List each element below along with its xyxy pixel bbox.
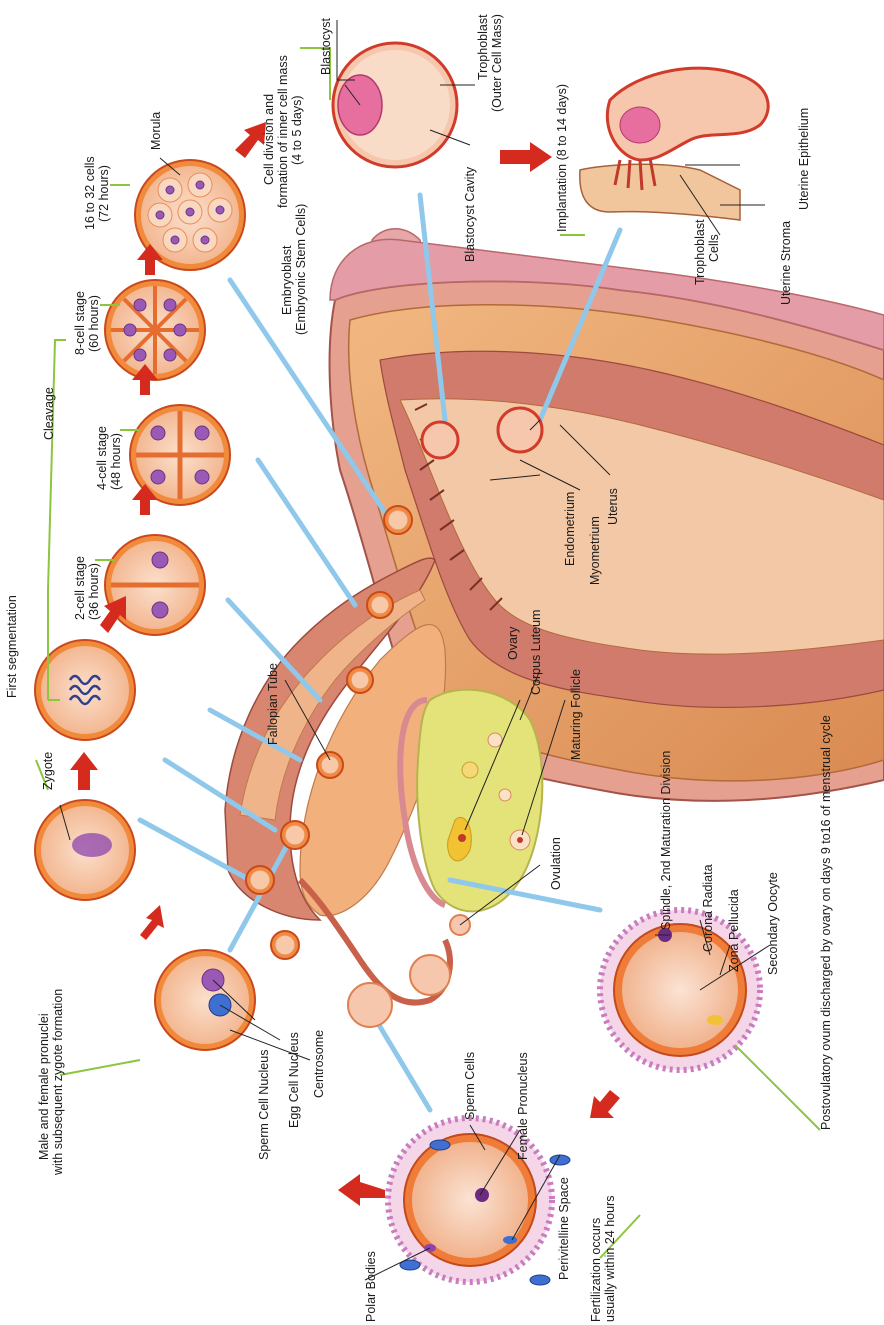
- label-sixteen-cell-time: (72 hours): [97, 165, 111, 222]
- label-embryoblast-2: (Embryonic Stem Cells): [294, 204, 308, 335]
- implantation-shape: [580, 68, 768, 220]
- label-fertilization-1: Fertilization occurs: [589, 1218, 603, 1322]
- follicle-1: [488, 733, 502, 747]
- label-cell-division-3: (4 to 5 days): [290, 96, 304, 165]
- label-two-cell: 2-cell stage: [73, 556, 87, 620]
- label-zygote: Zygote: [41, 752, 55, 790]
- label-trophoblast-2: (Outer Cell Mass): [490, 14, 504, 112]
- label-corpus-luteum: Corpus Luteum: [529, 610, 543, 695]
- label-morula: Morula: [149, 112, 163, 150]
- label-blastocyst-cavity: Blastocyst Cavity: [463, 166, 477, 262]
- label-uterus: Uterus: [606, 488, 620, 525]
- label-myometrium: Myometrium: [588, 516, 602, 585]
- first-segmentation-cell: [35, 640, 135, 740]
- label-centrosome: Centrosome: [312, 1030, 326, 1098]
- arrow-2: [70, 752, 98, 790]
- arrow-10: [338, 1174, 385, 1206]
- label-ovulation: Ovulation: [549, 837, 563, 890]
- label-trophoblast-cells-2: Cells: [707, 234, 721, 262]
- label-sperm-cells: Sperm Cells: [463, 1052, 477, 1120]
- label-sixteen-cell: 16 to 32 cells: [83, 156, 97, 230]
- label-ovary: Ovary: [506, 626, 520, 660]
- pronuclei-cell: [155, 950, 255, 1050]
- label-fallopian-tube: Fallopian Tube: [266, 663, 280, 745]
- follicle-2: [499, 789, 511, 801]
- label-embryoblast-1: Embryoblast: [280, 245, 294, 315]
- blastocyst-cell: [333, 43, 457, 167]
- label-trophoblast-cells-1: Trophoblast: [693, 219, 707, 285]
- label-male-female-1: Male and female pronuclei: [37, 1013, 51, 1160]
- label-blastocyst: Blastocyst: [319, 18, 333, 75]
- ovary-shape: [417, 690, 542, 912]
- label-corona-radiata: Corona Radiata: [701, 864, 715, 952]
- label-four-cell-time: (48 hours): [109, 433, 123, 490]
- label-polar-bodies: Polar Bodies: [364, 1251, 378, 1322]
- label-maturing-follicle: Maturing Follicle: [569, 669, 583, 760]
- corpus-luteum-core: [458, 834, 466, 842]
- label-eight-cell: 8-cell stage: [73, 291, 87, 355]
- label-cell-division-1: Cell division and: [262, 94, 276, 185]
- label-fertilization-2: usually within 24 hours: [603, 1196, 617, 1322]
- label-egg-cell-nucleus: Egg Cell Nucleus: [287, 1032, 301, 1128]
- arrow-8: [500, 142, 552, 172]
- label-uterine-stroma: Uterine Stroma: [779, 221, 793, 305]
- label-secondary-oocyte: Secondary Oocyte: [766, 872, 780, 975]
- maturing-follicle-core: [517, 837, 523, 843]
- label-two-cell-time: (36 hours): [87, 563, 101, 620]
- label-trophoblast-1: Trophoblast: [476, 14, 490, 80]
- label-zona-pellucida: Zona Pellucida: [727, 889, 741, 972]
- label-male-female-2: with subsequent zygote formation: [51, 989, 65, 1176]
- label-female-pronucleus: Female Pronucleus: [516, 1052, 530, 1160]
- two-cell-stage: [105, 535, 205, 635]
- label-postovulatory: Postovulatory ovum discharged by ovary o…: [819, 715, 833, 1130]
- label-four-cell: 4-cell stage: [95, 426, 109, 490]
- fertilization-cell: [388, 1118, 570, 1285]
- label-uterine-epithelium: Uterine Epithelium: [797, 108, 811, 210]
- label-implantation: Implantation (8 to 14 days): [555, 84, 569, 232]
- arrow-1: [140, 905, 164, 940]
- label-sperm-cell-nucleus: Sperm Cell Nucleus: [257, 1050, 271, 1160]
- label-cell-division-2: formation of inner cell mass: [276, 55, 290, 208]
- label-endometrium: Endometrium: [563, 492, 577, 566]
- label-cleavage: Cleavage: [42, 387, 56, 440]
- zygote-cell: [35, 800, 135, 900]
- label-perivitelline-space: Perivitelline Space: [557, 1177, 571, 1280]
- eight-cell-stage: [105, 280, 205, 380]
- follicle-3: [462, 762, 478, 778]
- label-spindle: Spindle, 2nd Maturation Division: [659, 751, 673, 930]
- arrow-9: [590, 1090, 620, 1118]
- label-first-segmentation: First segmentation: [5, 595, 19, 698]
- label-eight-cell-time: (60 hours): [87, 295, 101, 352]
